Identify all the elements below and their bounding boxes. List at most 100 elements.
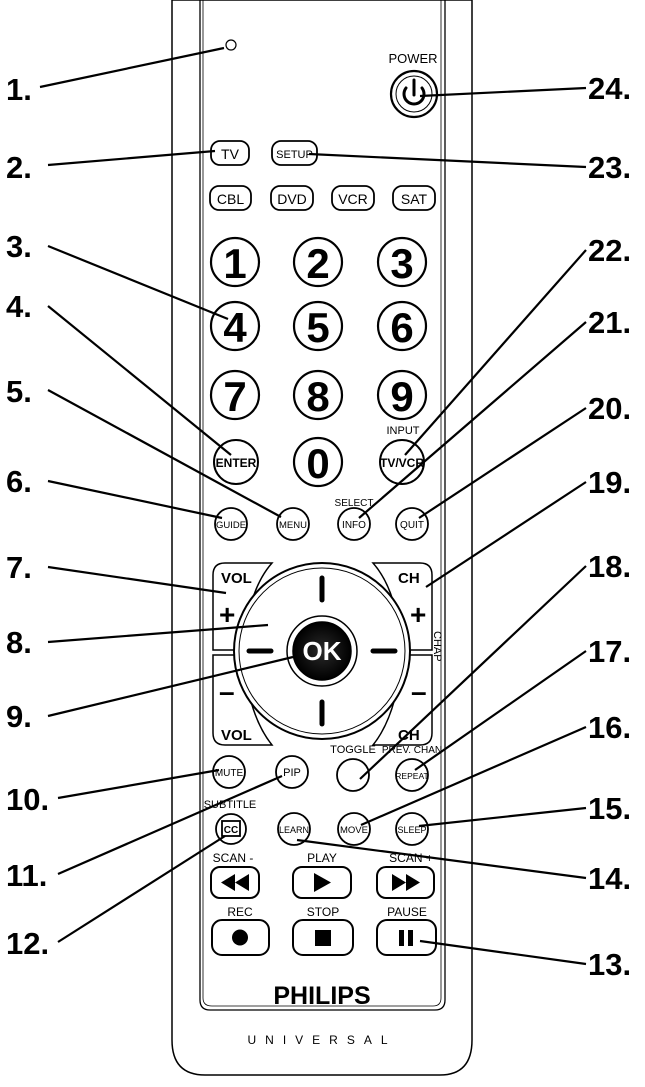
brand-logo: PHILIPS xyxy=(273,982,370,1010)
callout-17: 17. xyxy=(588,634,631,669)
cc-icon xyxy=(221,820,241,837)
pause-button[interactable] xyxy=(376,919,437,956)
pip-label: PIP xyxy=(283,767,301,779)
callout-15: 15. xyxy=(588,791,631,826)
callout-5: 5. xyxy=(6,374,32,409)
digit-8-label: 8 xyxy=(306,373,329,420)
toggle-button[interactable] xyxy=(336,758,370,792)
digit-8-button[interactable]: 8 xyxy=(292,369,344,421)
learn-button[interactable]: LEARN xyxy=(277,812,311,846)
digit-4-button[interactable]: 4 xyxy=(209,300,261,352)
menu-label: MENU xyxy=(279,520,307,531)
digit-6-label: 6 xyxy=(390,304,413,351)
tv-button[interactable]: TV xyxy=(210,140,250,166)
pause-icon xyxy=(399,930,404,946)
callout-4: 4. xyxy=(6,289,32,324)
sleep-label: SLEEP xyxy=(397,825,426,835)
sat-button[interactable]: SAT xyxy=(392,185,436,211)
quit-button[interactable]: QUIT xyxy=(395,507,429,541)
vol-plus-sign: + xyxy=(219,599,235,630)
ok-button[interactable] xyxy=(292,621,352,681)
chap-label: CHAP xyxy=(431,631,443,662)
record-button[interactable] xyxy=(211,919,270,956)
pause-label: PAUSE xyxy=(387,905,427,919)
digit-9-button[interactable]: 9 xyxy=(376,369,428,421)
digit-3-label: 3 xyxy=(390,240,413,287)
digit-2-button[interactable]: 2 xyxy=(292,236,344,288)
cbl-label: CBL xyxy=(217,191,244,207)
digit-1-label: 1 xyxy=(223,240,246,287)
mute-button[interactable]: MUTE xyxy=(212,755,246,789)
digit-4-label: 4 xyxy=(223,304,247,351)
callouts-right: 24. 23. 22. 21. 20. 19. 18. 17. 16. 15. … xyxy=(588,71,631,982)
digit-2-label: 2 xyxy=(306,240,329,287)
stop-icon xyxy=(315,930,331,946)
ok-label: OK xyxy=(303,636,342,666)
digit-7-label: 7 xyxy=(223,373,246,420)
stop-button[interactable] xyxy=(292,919,354,956)
play-label: PLAY xyxy=(307,851,337,865)
digit-9-label: 9 xyxy=(390,373,413,420)
tvvcr-label: TV/VCR xyxy=(380,456,424,470)
quit-label: QUIT xyxy=(400,520,424,531)
enter-label: ENTER xyxy=(216,456,257,470)
subtitle-label: SUBTITLE xyxy=(204,799,257,811)
cbl-button[interactable]: CBL xyxy=(209,185,252,211)
vcr-label: VCR xyxy=(338,191,368,207)
digit-1-button[interactable]: 1 xyxy=(209,236,261,288)
callout-9: 9. xyxy=(6,699,32,734)
guide-label: GUIDE xyxy=(216,520,246,531)
callout-12: 12. xyxy=(6,926,49,961)
digit-5-button[interactable]: 5 xyxy=(292,300,344,352)
info-label: INFO xyxy=(342,520,366,531)
setup-label: SETUP xyxy=(276,149,313,161)
setup-button[interactable]: SETUP xyxy=(271,140,318,166)
callout-24: 24. xyxy=(588,71,631,106)
play-button[interactable] xyxy=(292,866,352,899)
sleep-button[interactable]: SLEEP xyxy=(395,812,429,846)
digit-0-button[interactable]: 0 xyxy=(292,436,344,488)
tv-label: TV xyxy=(221,146,240,162)
vcr-button[interactable]: VCR xyxy=(331,185,375,211)
callout-1: 1. xyxy=(6,72,32,107)
pip-button[interactable]: PIP xyxy=(275,755,309,789)
callout-23: 23. xyxy=(588,150,631,185)
dvd-button[interactable]: DVD xyxy=(270,185,314,211)
callout-20: 20. xyxy=(588,391,631,426)
play-icon xyxy=(314,873,331,892)
ch-minus-label: CH xyxy=(398,727,420,744)
rec-label: REC xyxy=(227,905,253,919)
callout-11: 11. xyxy=(6,858,47,893)
guide-button[interactable]: GUIDE xyxy=(214,507,248,541)
menu-button[interactable]: MENU xyxy=(276,507,310,541)
dvd-label: DVD xyxy=(277,191,307,207)
digit-0-label: 0 xyxy=(306,440,329,487)
callout-22: 22. xyxy=(588,233,631,268)
move-label: MOVE xyxy=(340,825,368,836)
vol-minus-sign: – xyxy=(219,676,235,707)
mute-label: MUTE xyxy=(215,768,244,779)
repeat-label: REPEAT xyxy=(395,771,428,781)
cc-label: CC xyxy=(224,825,238,836)
ch-plus-label: CH xyxy=(398,570,420,587)
callout-10: 10. xyxy=(6,782,49,817)
tvvcr-button[interactable]: TV/VCR xyxy=(379,439,425,485)
led-indicator xyxy=(225,39,237,51)
digit-5-label: 5 xyxy=(306,304,329,351)
move-button[interactable]: MOVE xyxy=(337,812,371,846)
callouts-left: 1. 2. 3. 4. 5. 6. 7. 8. 9. 10. 11. 12. xyxy=(6,72,49,961)
callout-18: 18. xyxy=(588,549,631,584)
digit-3-button[interactable]: 3 xyxy=(376,236,428,288)
rewind-button[interactable] xyxy=(210,866,260,899)
power-button-group[interactable]: POWER xyxy=(388,51,439,119)
select-label: SELECT xyxy=(335,498,374,509)
digit-7-button[interactable]: 7 xyxy=(209,369,261,421)
callout-7: 7. xyxy=(6,550,32,585)
callout-lines xyxy=(39,46,587,966)
rewind-icon xyxy=(221,874,249,891)
sub-brand: UNIVERSAL xyxy=(247,1033,396,1047)
fast-forward-button[interactable] xyxy=(376,866,435,899)
digit-6-button[interactable]: 6 xyxy=(376,300,428,352)
learn-label: LEARN xyxy=(279,825,309,835)
